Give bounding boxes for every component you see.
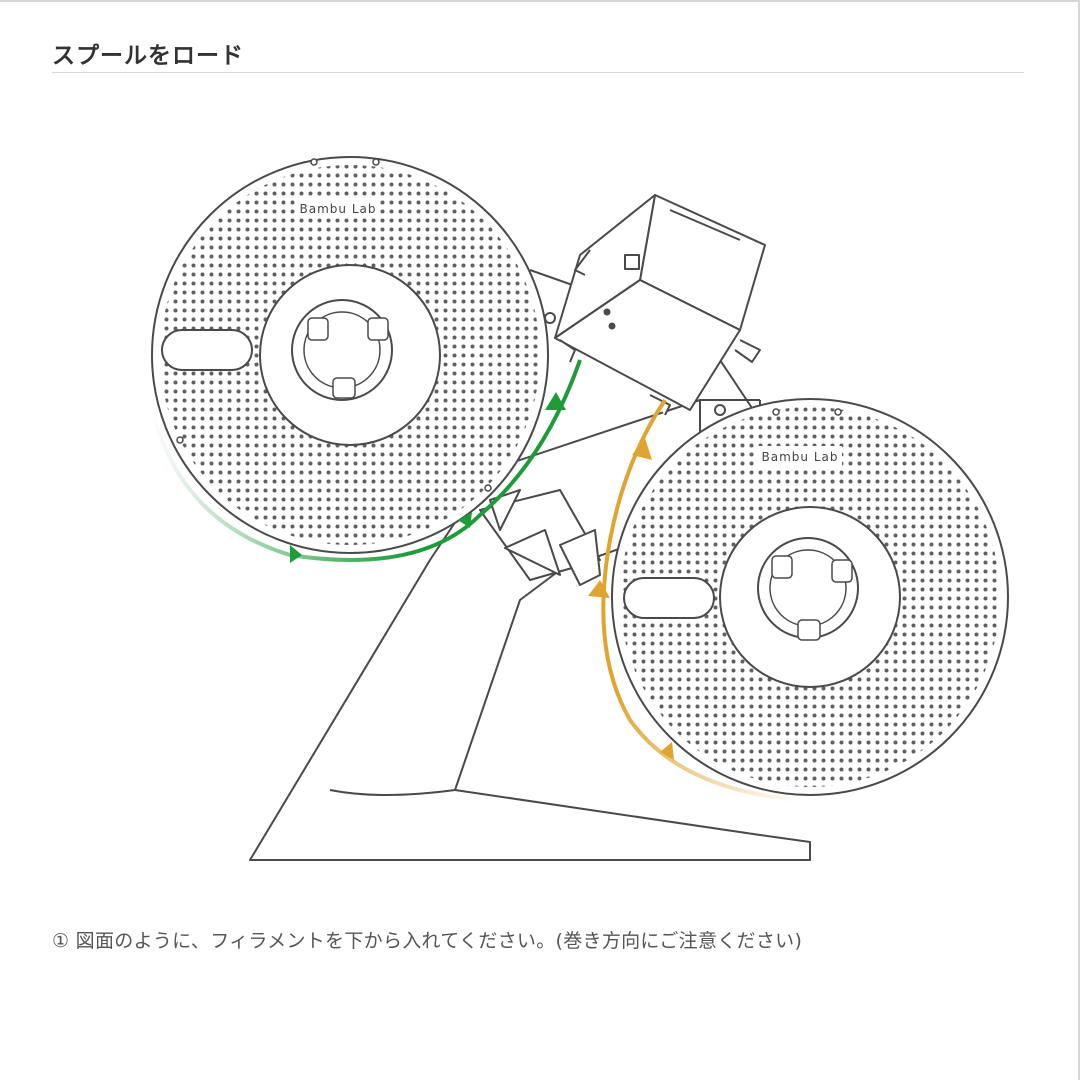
green-arrow bbox=[458, 512, 472, 528]
spool-right-brand: Bambu Lab bbox=[762, 450, 839, 464]
spool-left-brand: Bambu Lab bbox=[300, 202, 377, 216]
instruction-caption: ① 図面のように、フィラメントを下から入れてください。(巻き方向にご注意ください… bbox=[52, 930, 803, 952]
green-arrow bbox=[545, 392, 566, 410]
yellow-filament-path bbox=[588, 398, 801, 802]
page-title: スプールをロード bbox=[52, 43, 244, 69]
spool-right: Bambu Lab bbox=[611, 398, 1009, 796]
green-arrow bbox=[290, 545, 302, 563]
green-filament-path bbox=[148, 359, 582, 563]
yellow-arrow bbox=[588, 580, 610, 598]
spool-left: Bambu Lab bbox=[151, 156, 549, 554]
yellow-arrow bbox=[632, 438, 652, 460]
yellow-arrow bbox=[660, 742, 674, 760]
feed-unit bbox=[554, 194, 766, 416]
title-divider bbox=[52, 72, 1024, 73]
